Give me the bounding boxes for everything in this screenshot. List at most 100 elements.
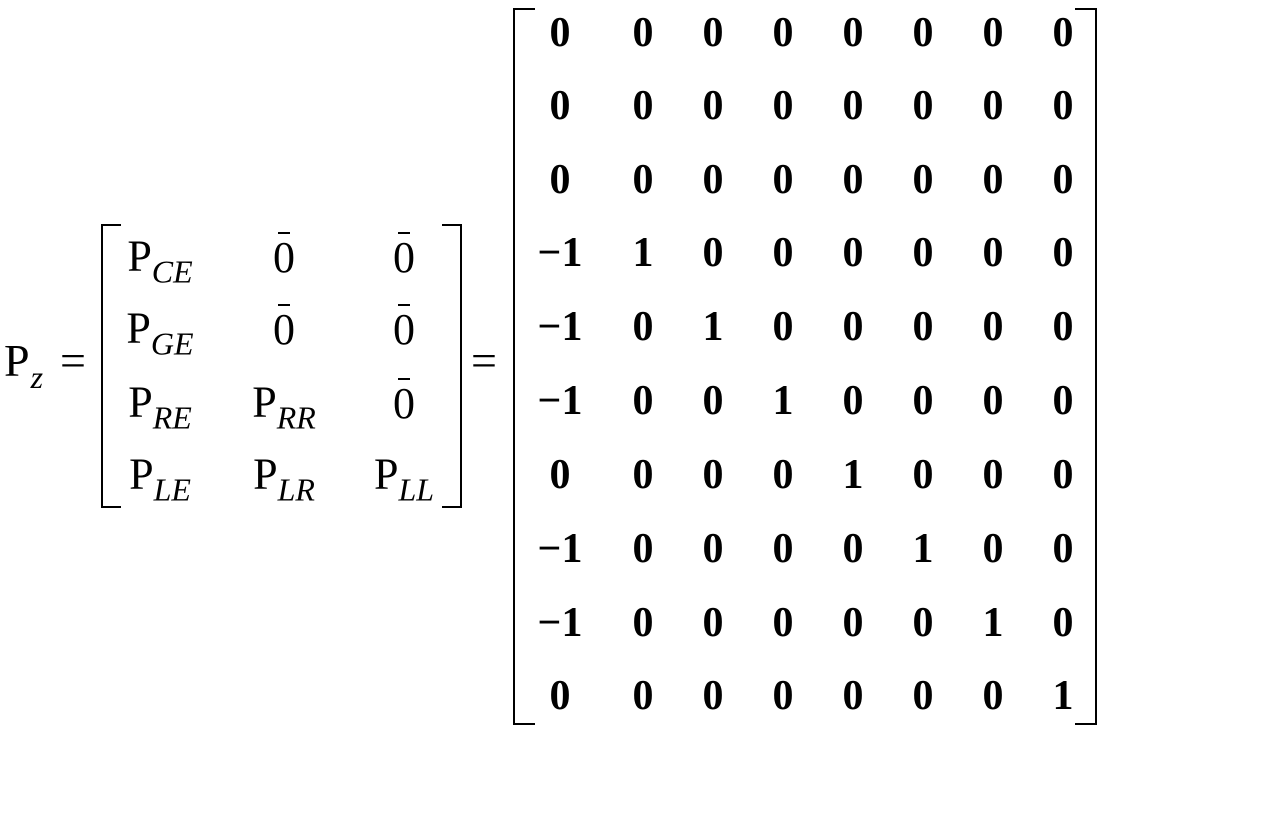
matrix-entry-r4-c0: −1 bbox=[537, 304, 583, 350]
block-cell-r2-c2: 0 bbox=[393, 378, 415, 428]
matrix-entry-r3-c2: 0 bbox=[702, 230, 724, 276]
block-base: P bbox=[129, 449, 154, 499]
matrix-entry-r2-c6: 0 bbox=[982, 157, 1004, 203]
overbar-zero: 0 bbox=[393, 304, 415, 354]
matrix-entry-r1-c5: 0 bbox=[912, 83, 934, 129]
matrix-entry-r9-c0: 0 bbox=[549, 673, 571, 719]
matrix-entry-r7-c5: 1 bbox=[912, 526, 934, 572]
matrix-entry-r9-c4: 0 bbox=[842, 673, 864, 719]
matrix-entry-r5-c1: 0 bbox=[632, 378, 654, 424]
matrix-entry-r7-c1: 0 bbox=[632, 526, 654, 572]
block-matrix-right-bracket bbox=[442, 224, 462, 508]
block-cell-r0-c2: 0 bbox=[393, 232, 415, 280]
matrix-entry-r6-c3: 0 bbox=[772, 452, 794, 498]
matrix-entry-r5-c3: 1 bbox=[772, 378, 794, 424]
matrix-entry-r5-c7: 0 bbox=[1052, 378, 1074, 424]
block-cell-r1-c1: 0 bbox=[273, 304, 295, 354]
matrix-entry-r6-c5: 0 bbox=[912, 452, 934, 498]
block-subscript: RE bbox=[152, 399, 192, 436]
overbar-zero: 0 bbox=[273, 232, 295, 282]
matrix-entry-r0-c4: 0 bbox=[842, 10, 864, 56]
matrix-entry-r0-c1: 0 bbox=[632, 10, 654, 56]
matrix-entry-r8-c0: −1 bbox=[537, 600, 583, 646]
block-cell-r0-c0: PCE bbox=[127, 231, 192, 290]
matrix-entry-r4-c6: 0 bbox=[982, 304, 1004, 350]
matrix-entry-r0-c2: 0 bbox=[702, 10, 724, 56]
matrix-entry-r4-c4: 0 bbox=[842, 304, 864, 350]
block-base: P bbox=[253, 449, 278, 499]
overbar-zero: 0 bbox=[273, 304, 295, 354]
matrix-entry-r8-c2: 0 bbox=[702, 600, 724, 646]
matrix-entry-r8-c7: 0 bbox=[1052, 600, 1074, 646]
matrix-entry-r7-c4: 0 bbox=[842, 526, 864, 572]
matrix-entry-r1-c7: 0 bbox=[1052, 83, 1074, 129]
matrix-entry-r3-c3: 0 bbox=[772, 230, 794, 276]
matrix-entry-r8-c6: 1 bbox=[982, 600, 1004, 646]
block-subscript: GE bbox=[150, 325, 194, 362]
matrix-entry-r7-c2: 0 bbox=[702, 526, 724, 572]
matrix-entry-r6-c1: 0 bbox=[632, 452, 654, 498]
matrix-entry-r0-c5: 0 bbox=[912, 10, 934, 56]
block-cell-r0-c1: 0 bbox=[273, 232, 295, 282]
matrix-entry-r9-c5: 0 bbox=[912, 673, 934, 719]
matrix-entry-r6-c4: 1 bbox=[842, 452, 864, 498]
block-base: P bbox=[128, 377, 153, 427]
matrix-entry-r5-c4: 0 bbox=[842, 378, 864, 424]
matrix-entry-r4-c3: 0 bbox=[772, 304, 794, 350]
block-base: P bbox=[127, 231, 152, 281]
lhs-p-z: Pz bbox=[4, 335, 43, 396]
matrix-entry-r1-c6: 0 bbox=[982, 83, 1004, 129]
block-subscript: RR bbox=[276, 399, 316, 436]
matrix-entry-r4-c7: 0 bbox=[1052, 304, 1074, 350]
matrix-entry-r7-c6: 0 bbox=[982, 526, 1004, 572]
matrix-entry-r2-c7: 0 bbox=[1052, 157, 1074, 203]
matrix-entry-r5-c2: 0 bbox=[702, 378, 724, 424]
matrix-entry-r6-c7: 0 bbox=[1052, 452, 1074, 498]
matrix-entry-r3-c1: 1 bbox=[632, 230, 654, 276]
matrix-entry-r8-c4: 0 bbox=[842, 600, 864, 646]
matrix-entry-r1-c0: 0 bbox=[549, 83, 571, 129]
matrix-entry-r6-c0: 0 bbox=[549, 452, 571, 498]
matrix-entry-r9-c6: 0 bbox=[982, 673, 1004, 719]
block-base: P bbox=[373, 449, 399, 499]
numeric-matrix-left-bracket bbox=[513, 8, 535, 725]
block-cell-r1-c2: 0 bbox=[393, 304, 415, 354]
overbar-zero: 0 bbox=[393, 378, 415, 428]
matrix-entry-r6-c6: 0 bbox=[982, 452, 1004, 498]
matrix-entry-r2-c4: 0 bbox=[842, 157, 864, 203]
matrix-entry-r5-c6: 0 bbox=[982, 378, 1004, 424]
matrix-entry-r0-c7: 0 bbox=[1052, 10, 1074, 56]
matrix-entry-r9-c2: 0 bbox=[702, 673, 724, 719]
matrix-entry-r0-c6: 0 bbox=[982, 10, 1004, 56]
block-cell-r3-c1: PLR bbox=[253, 449, 315, 508]
block-cell-r3-c2: PLL bbox=[373, 449, 434, 508]
matrix-entry-r3-c4: 0 bbox=[842, 230, 864, 276]
matrix-entry-r7-c0: −1 bbox=[537, 526, 583, 572]
matrix-entry-r3-c6: 0 bbox=[982, 230, 1004, 276]
equals-sign-1: = bbox=[60, 335, 86, 386]
block-cell-r1-c0: PGE bbox=[126, 303, 193, 362]
block-base: P bbox=[126, 303, 151, 353]
matrix-entry-r5-c5: 0 bbox=[912, 378, 934, 424]
matrix-entry-r1-c2: 0 bbox=[702, 83, 724, 129]
matrix-entry-r3-c5: 0 bbox=[912, 230, 934, 276]
matrix-entry-r1-c1: 0 bbox=[632, 83, 654, 129]
matrix-entry-r7-c7: 0 bbox=[1052, 526, 1074, 572]
block-subscript: LR bbox=[277, 471, 315, 508]
block-subscript: CE bbox=[151, 253, 193, 290]
block-subscript: LE bbox=[153, 471, 191, 508]
matrix-entry-r7-c3: 0 bbox=[772, 526, 794, 572]
matrix-entry-r9-c7: 1 bbox=[1052, 673, 1074, 719]
equals-sign-2: = bbox=[471, 335, 497, 386]
lhs-symbol: P bbox=[4, 335, 30, 386]
matrix-entry-r4-c5: 0 bbox=[912, 304, 934, 350]
matrix-entry-r2-c5: 0 bbox=[912, 157, 934, 203]
matrix-entry-r2-c1: 0 bbox=[632, 157, 654, 203]
matrix-entry-r2-c3: 0 bbox=[772, 157, 794, 203]
matrix-entry-r4-c1: 0 bbox=[632, 304, 654, 350]
matrix-entry-r9-c1: 0 bbox=[632, 673, 654, 719]
matrix-entry-r9-c3: 0 bbox=[772, 673, 794, 719]
matrix-entry-r1-c3: 0 bbox=[772, 83, 794, 129]
matrix-entry-r8-c5: 0 bbox=[912, 600, 934, 646]
